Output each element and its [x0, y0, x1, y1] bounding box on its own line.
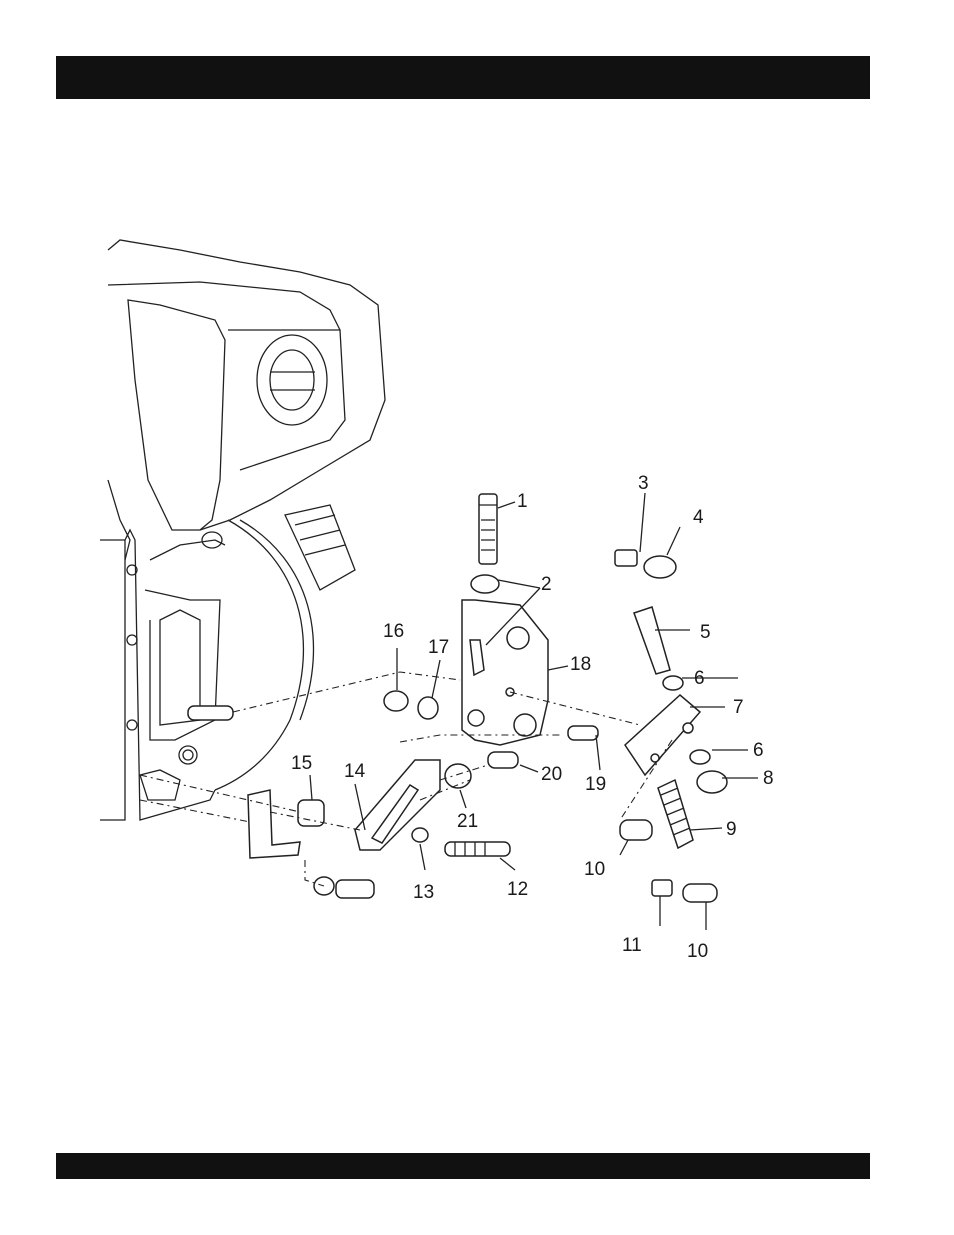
callout-16: 16	[383, 621, 404, 642]
callout-21: 21	[457, 811, 478, 832]
callout-14: 14	[344, 761, 366, 782]
callout-7: 7	[733, 697, 744, 718]
callout-2: 2	[541, 574, 552, 595]
callout-10b: 10	[687, 941, 708, 962]
callout-12: 12	[507, 879, 528, 900]
callout-17: 17	[428, 637, 449, 658]
callout-1: 1	[517, 491, 528, 512]
callout-6b: 6	[753, 740, 764, 761]
callout-11: 11	[622, 935, 642, 956]
callout-6a: 6	[694, 668, 705, 689]
callout-15: 15	[291, 753, 312, 774]
callout-8: 8	[763, 768, 774, 789]
callout-4: 4	[693, 507, 704, 528]
parts	[140, 494, 727, 902]
callout-20: 20	[541, 764, 562, 785]
callout-3: 3	[638, 473, 649, 494]
callout-10a: 10	[584, 859, 605, 880]
callout-13: 13	[413, 882, 434, 903]
engine-housing	[100, 240, 460, 820]
callout-18: 18	[570, 654, 591, 675]
callout-9: 9	[726, 819, 737, 840]
callout-5: 5	[700, 622, 711, 643]
callout-19: 19	[585, 774, 606, 795]
